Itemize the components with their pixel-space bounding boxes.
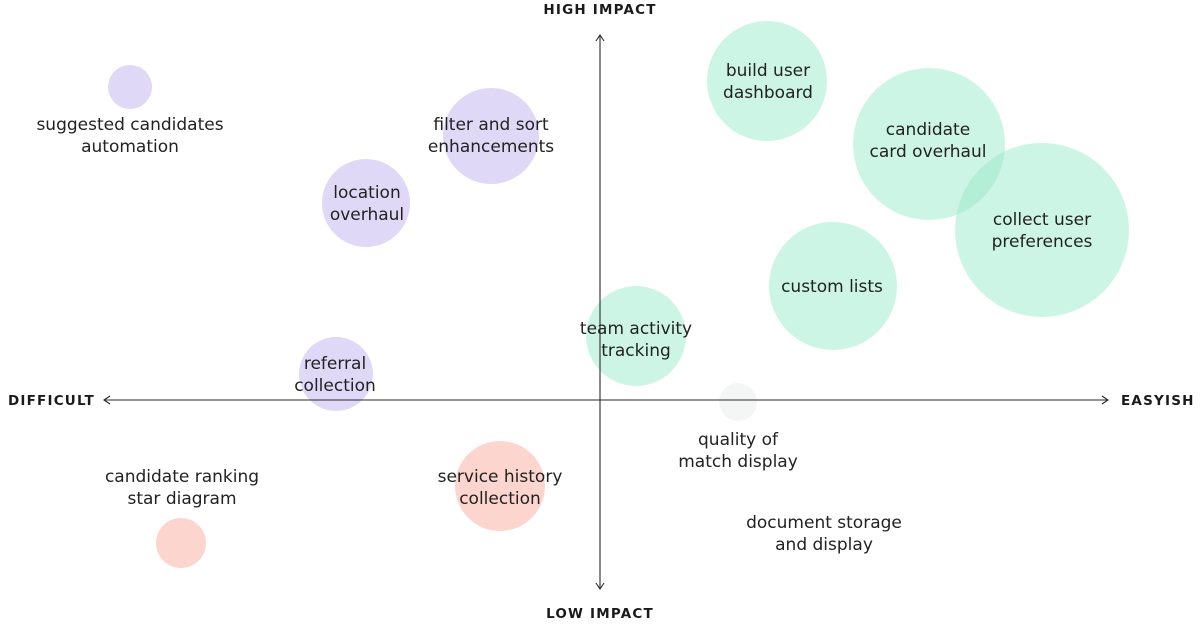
team-activity-tracking-label-line: tracking — [601, 341, 671, 361]
arrow-left-icon — [103, 395, 111, 405]
candidate-ranking-star-diagram-bubble — [156, 518, 206, 568]
location-overhaul-bubble — [322, 159, 410, 247]
axis-label-low-impact: LOW IMPACT — [546, 606, 654, 622]
collect-user-preferences-bubble — [955, 143, 1129, 317]
candidate-ranking-star-diagram-label-line: candidate ranking — [105, 467, 259, 487]
service-history-collection-bubble — [455, 441, 545, 531]
axis-label-difficult: DIFFICULT — [8, 393, 95, 409]
location-overhaul-label-line: overhaul — [330, 205, 404, 225]
filter-and-sort-enhancements-label-line: enhancements — [428, 137, 554, 157]
axes: HIGH IMPACT LOW IMPACT DIFFICULT EASYISH — [8, 2, 1195, 622]
quality-of-match-display-bubble — [719, 383, 757, 421]
candidate-card-overhaul-label-line: candidate — [886, 120, 970, 140]
filter-and-sort-enhancements-bubble — [443, 88, 539, 184]
document-storage-and-display-label-line: document storage — [746, 513, 902, 533]
suggested-candidates-automation-label-line: automation — [81, 137, 179, 157]
axis-label-high-impact: HIGH IMPACT — [543, 2, 656, 18]
referral-collection-label-line: collection — [294, 376, 376, 396]
filter-and-sort-enhancements-label-line: filter and sort — [433, 115, 549, 135]
arrow-right-icon — [1101, 395, 1109, 405]
suggested-candidates-automation-label-line: suggested candidates — [36, 115, 223, 135]
collect-user-preferences-label-line: preferences — [992, 232, 1093, 252]
team-activity-tracking-bubble — [586, 286, 686, 386]
referral-collection-label-line: referral — [304, 354, 366, 374]
document-storage-and-display-label-line: and display — [775, 535, 873, 555]
quality-of-match-display-label-line: quality of — [698, 430, 779, 450]
service-history-collection-label-line: service history — [438, 467, 563, 487]
custom-lists-label-line: custom lists — [781, 277, 883, 297]
quality-of-match-display-label-line: match display — [678, 452, 798, 472]
bubble-layer — [108, 21, 1129, 568]
custom-lists-label: custom lists — [781, 277, 883, 297]
custom-lists-bubble — [769, 222, 897, 350]
location-overhaul-label-line: location — [333, 183, 400, 203]
team-activity-tracking-label-line: team activity — [580, 319, 692, 339]
arrow-up-icon — [595, 34, 605, 42]
build-user-dashboard-label-line: dashboard — [723, 83, 813, 103]
referral-collection-bubble — [299, 337, 373, 411]
build-user-dashboard-label-line: build user — [726, 61, 810, 81]
candidate-card-overhaul-bubble — [853, 68, 1005, 220]
collect-user-preferences-label-line: collect user — [993, 210, 1091, 230]
candidate-card-overhaul-label-line: card overhaul — [870, 142, 987, 162]
arrow-down-icon — [595, 582, 605, 590]
axis-label-easyish: EASYISH — [1121, 393, 1195, 409]
suggested-candidates-automation-bubble — [108, 65, 152, 109]
candidate-ranking-star-diagram-label-line: star diagram — [127, 489, 236, 509]
build-user-dashboard-bubble — [707, 21, 827, 141]
service-history-collection-label-line: collection — [459, 489, 541, 509]
